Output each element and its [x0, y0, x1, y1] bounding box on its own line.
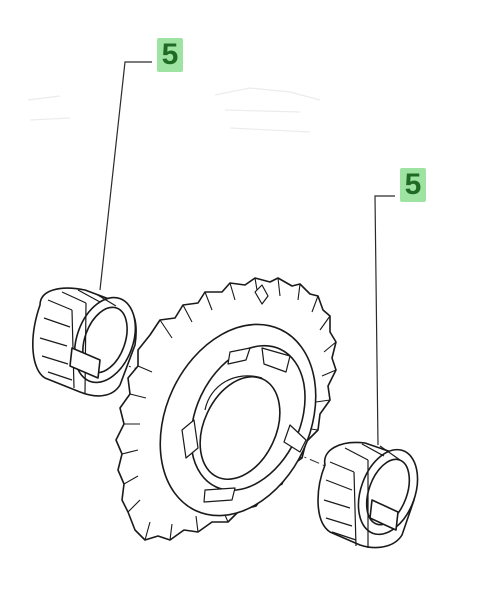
- callout-label-bearing-top: 5: [157, 38, 183, 72]
- needle-bearing-left: [32, 287, 137, 397]
- leader-line-right: [374, 195, 395, 446]
- faint-background-marks: [27, 87, 321, 133]
- callout-label-bearing-right: 5: [400, 168, 426, 202]
- leader-line-top: [99, 61, 152, 291]
- needle-bearing-right: [317, 441, 419, 549]
- leader-lines: [99, 61, 395, 446]
- helical-gear: [115, 277, 337, 541]
